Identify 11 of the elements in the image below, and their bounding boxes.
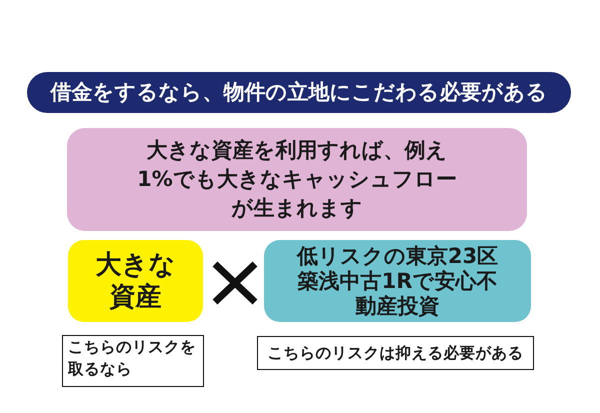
title-banner: 借金をするなら、物件の立地にこだわる必要がある xyxy=(27,72,571,113)
note-frame xyxy=(257,336,534,370)
rounded-panel xyxy=(67,128,527,231)
rounded-panel xyxy=(264,240,531,322)
note-text: こちらのリスクを取るなら xyxy=(68,337,197,380)
note-text: こちらのリスクは抑える必要がある xyxy=(268,343,524,364)
panel-text: 大きな資産 xyxy=(94,249,176,313)
panel-text: 低リスクの東京23区築浅中古1Rで安心不動産投資 xyxy=(295,244,500,318)
panel-text: 大きな資産を利用すれば、例え1%でも大きなキャッシュフローが生まれます xyxy=(137,137,457,222)
note-frame xyxy=(62,335,204,387)
rounded-panel xyxy=(68,240,203,322)
